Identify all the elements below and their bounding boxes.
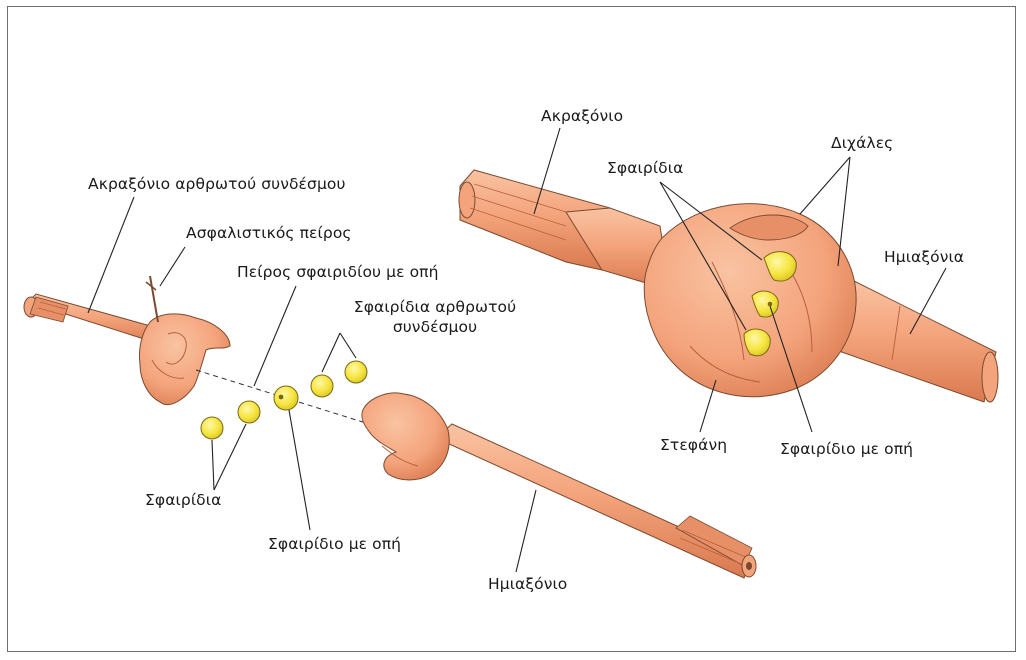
label-left-outer-shaft: Ακραξόνιο αρθρωτού συνδέσμου <box>88 175 346 194</box>
label-right-ball-with-hole: Σφαιρίδιο με οπή <box>780 440 913 459</box>
label-left-half-shaft: Ημιαξόνιο <box>488 575 567 594</box>
label-left-joint-balls-line1: Σφαιρίδια αρθρωτού <box>337 298 533 317</box>
center-ball-with-hole <box>274 386 298 410</box>
label-left-lock-pin: Ασφαλιστικός πείρος <box>186 224 352 243</box>
label-right-outer-shaft: Ακραξόνιο <box>541 107 623 126</box>
right-joint-body <box>644 204 856 397</box>
label-left-balls: Σφαιρίδια <box>145 491 221 510</box>
label-right-crown: Στεφάνη <box>660 436 727 455</box>
right-outer-shaft <box>459 170 670 290</box>
left-fork <box>139 314 230 405</box>
ball <box>201 417 223 439</box>
ball <box>238 401 260 423</box>
label-right-half-shafts: Ημιαξόνια <box>884 248 964 267</box>
joint-ball <box>311 375 333 397</box>
left-lock-pin <box>146 276 158 322</box>
label-right-forks: Διχάλες <box>831 134 893 153</box>
label-left-joint-balls-line2: συνδέσμου <box>337 318 533 337</box>
label-left-ball-with-hole: Σφαιρίδιο με οπή <box>268 535 401 554</box>
label-left-pin-with-hole: Πείρος σφαιριδίου με οπή <box>237 263 439 282</box>
right-half-shaft <box>836 280 998 402</box>
label-right-balls: Σφαιρίδια <box>607 159 683 178</box>
joint-ball <box>345 361 367 383</box>
left-half-shaft <box>362 393 756 578</box>
